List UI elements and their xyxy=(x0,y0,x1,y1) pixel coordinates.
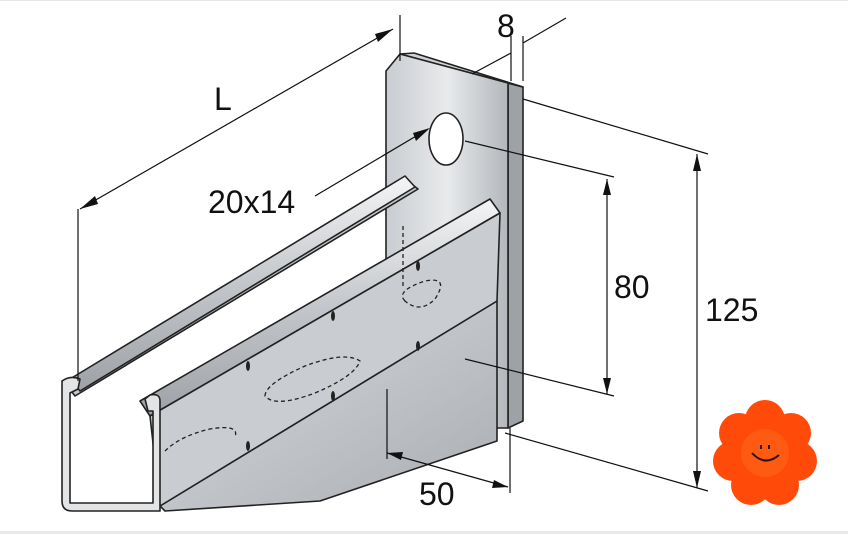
slot-size-label: 20x14 xyxy=(208,184,295,220)
plate-height-label: 125 xyxy=(705,292,758,328)
slot-hole-top xyxy=(428,112,464,166)
smiley-flower-icon xyxy=(713,400,817,505)
plate-width-label: 50 xyxy=(419,476,455,512)
length-label: L xyxy=(214,81,232,117)
thickness-label: 8 xyxy=(497,8,515,44)
hole-spacing-label: 80 xyxy=(614,269,650,305)
dimension-lines xyxy=(77,15,709,493)
channel-profile xyxy=(61,175,501,512)
